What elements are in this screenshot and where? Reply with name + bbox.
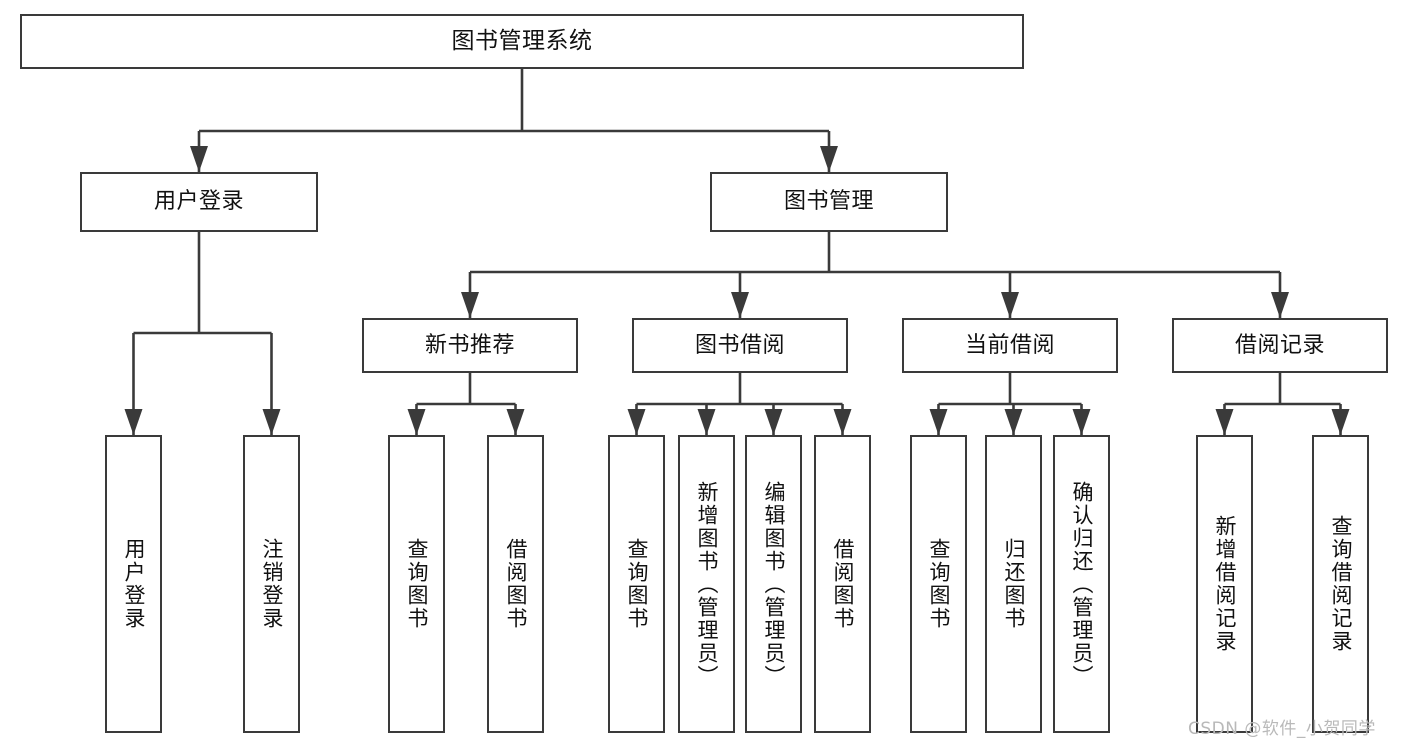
- node-leaf-confirm-return-admin[interactable]: 确认归还（管理员）: [1053, 435, 1110, 733]
- arrow-head-icon: [1001, 292, 1019, 318]
- arrow-head-icon: [1271, 292, 1289, 318]
- node-leaf-query-book-3[interactable]: 查询图书: [910, 435, 967, 733]
- arrow-head-icon: [929, 409, 948, 435]
- arrow-head-icon: [1004, 409, 1023, 435]
- node-label: 新书推荐: [424, 332, 515, 358]
- node-leaf-borrow-book-2[interactable]: 借阅图书: [814, 435, 871, 733]
- arrow-head-icon: [262, 409, 281, 435]
- node-leaf-edit-book-admin[interactable]: 编辑图书（管理员）: [745, 435, 802, 733]
- node-leaf-user-login[interactable]: 用户登录: [105, 435, 162, 733]
- node-leaf-return-book[interactable]: 归还图书: [985, 435, 1042, 733]
- node-leaf-add-book-admin[interactable]: 新增图书（管理员）: [678, 435, 735, 733]
- node-label: 用户登录: [122, 538, 146, 630]
- arrow-head-icon: [190, 146, 208, 172]
- node-label: 查询图书: [625, 538, 649, 630]
- node-label: 借阅记录: [1234, 332, 1325, 358]
- arrow-head-icon: [124, 409, 143, 435]
- node-label: 借阅图书: [504, 538, 528, 630]
- arrow-head-icon: [1331, 409, 1350, 435]
- node-label: 借阅图书: [831, 538, 855, 630]
- node-l2-new-book-rec[interactable]: 新书推荐: [362, 318, 578, 373]
- arrow-head-icon: [627, 409, 646, 435]
- node-label: 归还图书: [1002, 538, 1026, 630]
- edge-group: [124, 69, 1350, 435]
- arrow-head-icon: [833, 409, 852, 435]
- node-label: 查询图书: [405, 538, 429, 630]
- node-label: 查询图书: [927, 538, 951, 630]
- node-label: 图书管理: [783, 189, 874, 215]
- node-label: 新增图书（管理员）: [695, 480, 719, 688]
- node-l1-book-manage[interactable]: 图书管理: [710, 172, 948, 232]
- node-label: 编辑图书（管理员）: [762, 480, 786, 688]
- node-leaf-query-record[interactable]: 查询借阅记录: [1312, 435, 1369, 733]
- arrow-head-icon: [731, 292, 749, 318]
- node-leaf-borrow-book-1[interactable]: 借阅图书: [487, 435, 544, 733]
- node-l2-current-borrow[interactable]: 当前借阅: [902, 318, 1118, 373]
- node-label: 当前借阅: [964, 332, 1055, 358]
- node-l1-user-login[interactable]: 用户登录: [80, 172, 318, 232]
- node-leaf-add-record[interactable]: 新增借阅记录: [1196, 435, 1253, 733]
- node-l2-book-borrow[interactable]: 图书借阅: [632, 318, 848, 373]
- arrow-head-icon: [1072, 409, 1091, 435]
- node-label: 新增借阅记录: [1213, 515, 1237, 653]
- node-l2-borrow-record[interactable]: 借阅记录: [1172, 318, 1388, 373]
- arrow-head-icon: [1215, 409, 1234, 435]
- arrow-head-icon: [506, 409, 525, 435]
- node-root[interactable]: 图书管理系统: [20, 14, 1024, 69]
- node-label: 确认归还（管理员）: [1070, 480, 1094, 688]
- arrow-head-icon: [697, 409, 716, 435]
- node-leaf-query-book-1[interactable]: 查询图书: [388, 435, 445, 733]
- node-label: 注销登录: [260, 538, 284, 630]
- node-label: 图书借阅: [694, 332, 785, 358]
- node-leaf-query-book-2[interactable]: 查询图书: [608, 435, 665, 733]
- node-leaf-logout[interactable]: 注销登录: [243, 435, 300, 733]
- node-label: 图书管理系统: [451, 27, 593, 54]
- arrow-head-icon: [407, 409, 426, 435]
- arrow-head-icon: [820, 146, 838, 172]
- node-label: 查询借阅记录: [1329, 515, 1353, 653]
- node-label: 用户登录: [153, 189, 244, 215]
- arrow-head-icon: [461, 292, 479, 318]
- arrow-head-icon: [764, 409, 783, 435]
